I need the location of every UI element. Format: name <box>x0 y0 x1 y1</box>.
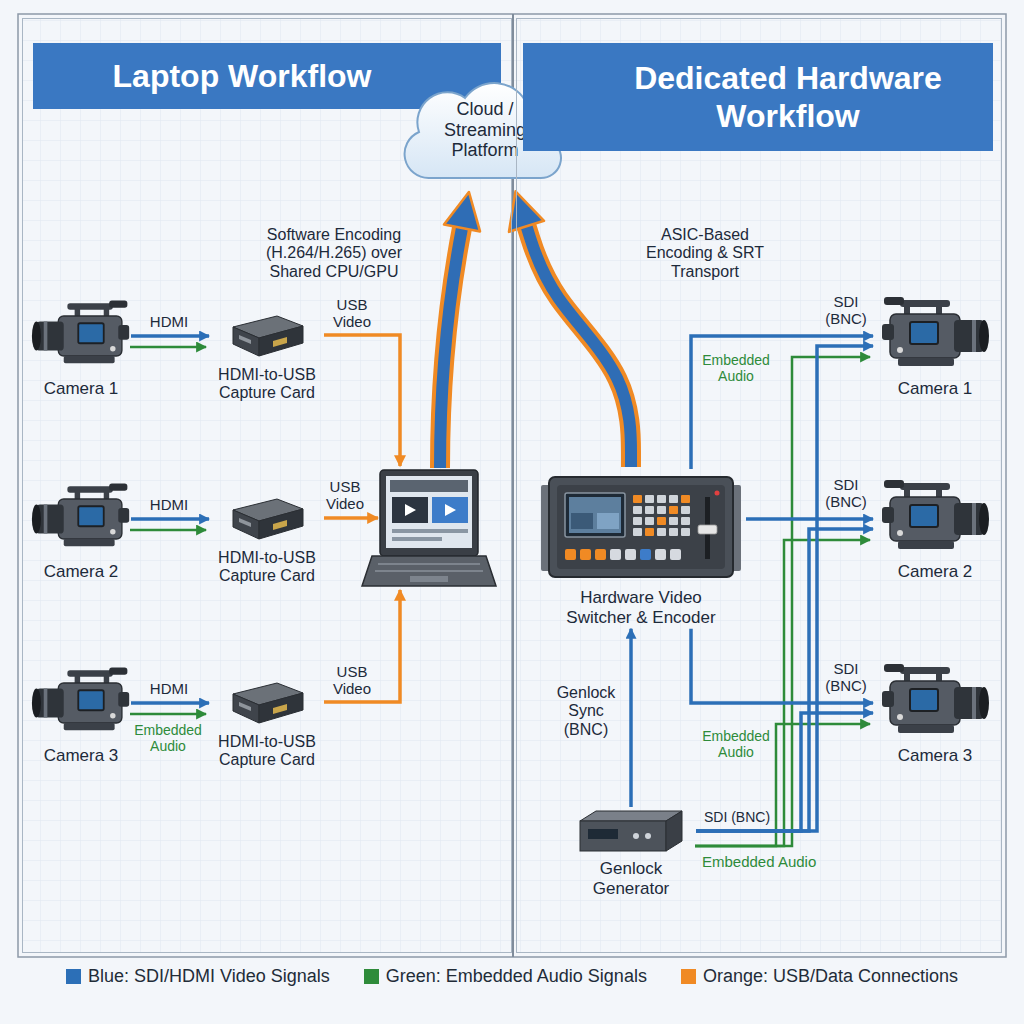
video-cable <box>629 629 633 807</box>
arrow-outline <box>526 226 631 467</box>
upload-arrow <box>526 226 631 467</box>
node-label: HDMI-to-USB Capture Card <box>209 366 325 403</box>
generator-icon <box>576 807 686 855</box>
capture-card: HDMI-to-USB Capture Card <box>209 678 325 770</box>
signal-label: USB Video <box>328 663 376 698</box>
laptop <box>362 470 496 586</box>
camera: Camera 1 <box>31 296 131 399</box>
video-cable <box>131 701 209 705</box>
camera-icon <box>31 479 131 559</box>
audio-wire <box>130 713 206 716</box>
workflow-panel: Dedicated Hardware WorkflowHardware Vide… <box>516 18 1002 953</box>
signal-label: Software Encoding (H.264/H.265) over Sha… <box>248 226 420 281</box>
audio-wires <box>695 357 870 846</box>
usb-cable <box>324 590 400 702</box>
upload-arrow <box>440 228 462 468</box>
legend-swatch <box>364 969 379 984</box>
camera-icon <box>880 296 990 376</box>
node-label: Genlock Generator <box>579 859 683 900</box>
video-cable <box>131 334 209 338</box>
edge-label: HDMI <box>139 680 199 697</box>
audio-label: Embedded Audio <box>700 728 772 760</box>
header-band: Dedicated Hardware Workflow <box>523 43 993 151</box>
node-label: Camera 3 <box>873 746 997 766</box>
genlock-generator: Genlock Generator <box>566 807 696 900</box>
video-cable <box>696 346 873 831</box>
video-cable <box>691 629 873 703</box>
legend-item: Blue: SDI/HDMI Video Signals <box>66 966 330 987</box>
usb-cable <box>324 516 378 520</box>
legend-text: Green: Embedded Audio Signals <box>386 966 647 987</box>
legend-item: Green: Embedded Audio Signals <box>364 966 647 987</box>
camera: Camera 3 <box>873 663 997 766</box>
node-label: Hardware Video Switcher & Encoder <box>555 588 727 629</box>
signal-label: USB Video <box>322 478 368 513</box>
audio-wire <box>130 346 206 349</box>
audio-label: Embedded Audio <box>702 853 852 870</box>
video-cable <box>131 517 209 521</box>
signal-label: SDI (BNC) <box>822 660 870 695</box>
legend-swatch <box>681 969 696 984</box>
edge-label: HDMI <box>139 496 199 513</box>
signal-label: SDI (BNC) <box>822 476 870 511</box>
node-label: HDMI-to-USB Capture Card <box>209 733 325 770</box>
audio-label: Embedded Audio <box>700 352 772 384</box>
video-cable <box>746 517 873 521</box>
audio-wires <box>130 347 206 714</box>
camera: Camera 1 <box>873 296 997 399</box>
node-label: Camera 2 <box>31 562 131 582</box>
capture-card-icon <box>227 494 307 544</box>
capture-card: HDMI-to-USB Capture Card <box>209 494 325 586</box>
node-label: Camera 2 <box>873 562 997 582</box>
signal-label: SDI (BNC) <box>700 809 774 825</box>
camera-icon <box>31 663 131 743</box>
signal-label: SDI (BNC) <box>822 293 870 328</box>
node-label: Camera 1 <box>873 379 997 399</box>
camera: Camera 2 <box>873 479 997 582</box>
panel-heading: Dedicated Hardware Workflow <box>623 59 953 136</box>
legend-item: Orange: USB/Data Connections <box>681 966 958 987</box>
audio-wire <box>695 357 870 846</box>
video-cable <box>696 713 873 831</box>
camera-icon <box>880 663 990 743</box>
outer-frame <box>18 14 1006 957</box>
signal-label: USB Video <box>328 296 376 331</box>
camera: Camera 3 <box>31 663 131 766</box>
capture-card: HDMI-to-USB Capture Card <box>209 311 325 403</box>
usb-wires <box>324 335 400 702</box>
node-label: Camera 1 <box>31 379 131 399</box>
switcher-icon <box>541 469 741 584</box>
legend-swatch <box>66 969 81 984</box>
capture-card-icon <box>227 311 307 361</box>
audio-wire <box>130 529 206 532</box>
edge-label: Genlock Sync (BNC) <box>548 684 624 739</box>
legend-text: Blue: SDI/HDMI Video Signals <box>88 966 330 987</box>
camera-icon <box>880 479 990 559</box>
audio-label: Embedded Audio <box>132 722 204 754</box>
usb-cable <box>324 335 400 466</box>
legend-text: Orange: USB/Data Connections <box>703 966 958 987</box>
node-label: HDMI-to-USB Capture Card <box>209 549 325 586</box>
node-label: Camera 3 <box>31 746 131 766</box>
camera: Camera 2 <box>31 479 131 582</box>
audio-wire <box>695 724 870 846</box>
audio-wire <box>695 540 870 846</box>
hardware-switcher: Hardware Video Switcher & Encoder <box>536 469 746 629</box>
video-cable <box>691 336 873 469</box>
edge-label: ASIC-Based Encoding & SRT Transport <box>634 226 776 281</box>
capture-card-icon <box>227 678 307 728</box>
panel-heading: Laptop Workflow <box>113 57 372 95</box>
camera-icon <box>31 296 131 376</box>
edge-label: HDMI <box>139 313 199 330</box>
